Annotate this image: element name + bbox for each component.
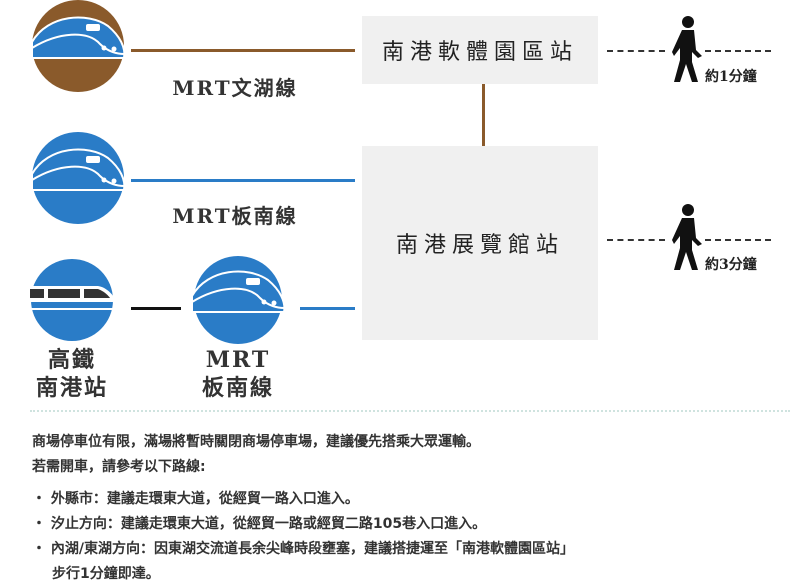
- note-bullet-text: 汐止方向：建議走環東大道，從經貿一路或經貿二路105巷入口進入。: [50, 516, 487, 532]
- walk-dash: [607, 239, 665, 241]
- wenhu-label: MRT文湖線: [172, 76, 298, 100]
- mrt-label-line1: MRT: [205, 347, 271, 373]
- bannan-connector-line: [300, 307, 355, 310]
- note-bullet-text: 外縣市：建議走環東大道，從經貿一路入口進入。: [50, 491, 359, 507]
- note-bullet: ・ 外縣市：建議走環東大道，從經貿一路入口進入。: [32, 491, 359, 507]
- walk-dash: [705, 50, 771, 52]
- hsr-label-line2: 南港站: [35, 375, 108, 401]
- divider: [30, 410, 790, 412]
- station-software-park: 南港軟體園區站: [362, 16, 598, 84]
- station-exhibition: 南港展覽館站: [362, 146, 598, 340]
- note-bullet: ・ 汐止方向：建議走環東大道，從經貿一路或經貿二路105巷入口進入。: [32, 516, 487, 532]
- walking-person-icon: [672, 204, 702, 270]
- note-bullet-text: 內湖/東湖方向：因東湖交流道長余尖峰時段壅塞，建議搭捷運至「南港軟體園區站」: [50, 541, 574, 557]
- mrt-bannan-train-icon: [31, 132, 126, 224]
- walk-time-software-park: 約1分鐘: [705, 69, 757, 85]
- bannan-label: MRT板南線: [172, 204, 298, 228]
- hsr-connector-line: [131, 307, 181, 310]
- mrt-wenhu-train-icon: [31, 0, 126, 92]
- note-bullet-cont: 步行1分鐘即達。: [52, 566, 160, 582]
- note-bullet: ・ 內湖/東湖方向：因東湖交流道長余尖峰時段壅塞，建議搭捷運至「南港軟體園區站」: [32, 541, 574, 557]
- bannan-line: [131, 179, 355, 182]
- walking-person-icon: [672, 16, 702, 82]
- hsr-label-line1: 高鐵: [47, 347, 96, 373]
- notes-line2: 若需開車，請參考以下路線:: [32, 459, 206, 475]
- station-link-line: [482, 84, 485, 146]
- parking-notes: 商場停車位有限，滿場將暫時關閉商場停車場，建議優先搭乘大眾運輸。 若需開車，請參…: [32, 430, 574, 587]
- walk-time-exhibition: 約3分鐘: [705, 257, 757, 273]
- hsr-label: 高鐵南港站: [22, 346, 122, 402]
- walk-dash: [705, 239, 771, 241]
- hsr-train-icon: [28, 259, 116, 341]
- notes-line1: 商場停車位有限，滿場將暫時關閉商場停車場，建議優先搭乘大眾運輸。: [32, 434, 480, 450]
- walk-dash: [607, 50, 665, 52]
- mrt-bannan-train-icon-2: [191, 256, 286, 344]
- mrt-label-line2: 板南線: [201, 375, 274, 401]
- wenhu-line: [131, 49, 355, 52]
